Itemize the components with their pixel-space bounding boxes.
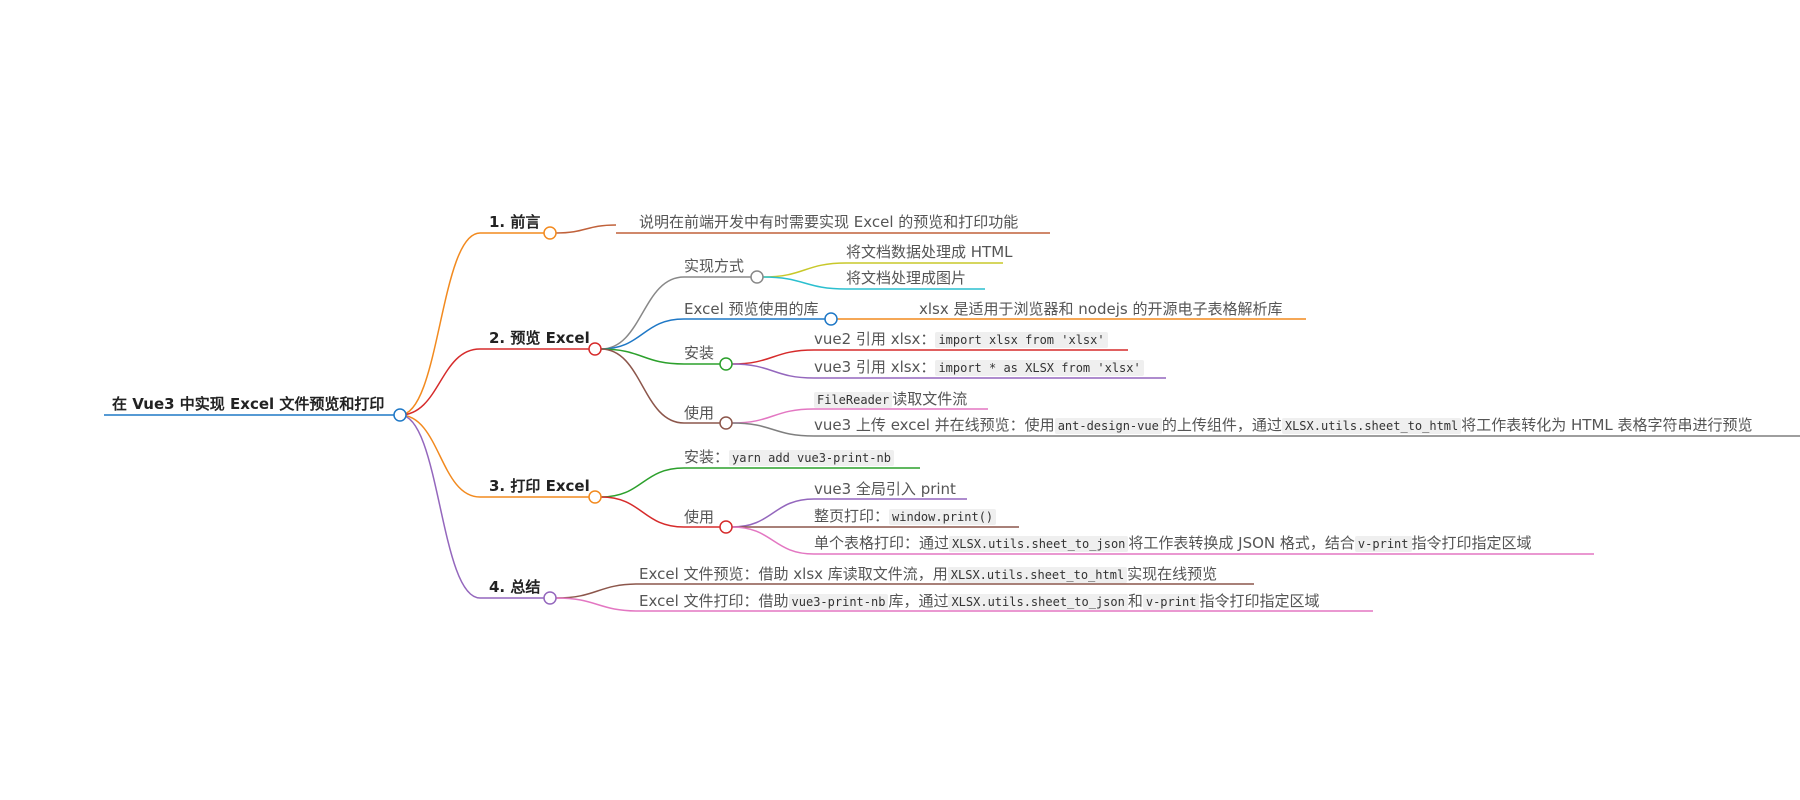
connector-install-vue3 (731, 363, 815, 379)
connector-root-print (399, 414, 481, 498)
leaf-vue2-import-label: vue2 引用 xlsx： (814, 330, 936, 348)
leaf-summary-print-post: 指令打印指定区域 (1199, 592, 1320, 610)
topic-print-excel[interactable]: 3. 打印 Excel (489, 477, 590, 495)
leaf-intro-description[interactable]: 说明在前端开发中有时需要实现 Excel 的预览和打印功能 (639, 213, 1019, 231)
leaf-summary-preview-post: 实现在线预览 (1127, 565, 1218, 583)
connector-install-vue2 (731, 349, 815, 365)
node-library[interactable] (824, 312, 838, 326)
node-usage[interactable] (719, 416, 733, 430)
connector-summary-preview (555, 583, 640, 599)
code-sheet-to-html: XLSX.utils.sheet_to_html (1281, 418, 1462, 434)
subtopic-print-usage[interactable]: 使用 (684, 508, 715, 526)
leaf-table-print-post: 指令打印指定区域 (1411, 534, 1532, 552)
code-ant-design-vue: ant-design-vue (1054, 418, 1162, 434)
connector-methods-image (762, 276, 847, 290)
connector-root-preview (399, 348, 481, 416)
node-install[interactable] (719, 357, 733, 371)
subtopic-install[interactable]: 安装 (684, 344, 715, 362)
leaf-xlsx-description[interactable]: xlsx 是适用于浏览器和 nodejs 的开源电子表格解析库 (919, 300, 1283, 318)
node-intro[interactable] (543, 226, 557, 240)
leaf-method-html[interactable]: 将文档数据处理成 HTML (846, 243, 1013, 261)
leaf-method-image[interactable]: 将文档处理成图片 (846, 269, 967, 287)
topic-intro[interactable]: 1. 前言 (489, 213, 541, 231)
leaf-summary-print-mid2: 和 (1127, 592, 1143, 610)
code-sheet-to-json: XLSX.utils.sheet_to_json (949, 536, 1129, 552)
leaf-upload-post: 将工作表转化为 HTML 表格字符串进行预览 (1461, 416, 1753, 434)
connector-usage-global (731, 498, 815, 528)
code-filereader: FileReader (814, 392, 893, 408)
leaf-upload-pre: vue3 上传 excel 并在线预览：使用 (814, 416, 1055, 434)
leaf-summary-print-mid: 库，通过 (888, 592, 949, 610)
leaf-vue3-import-label: vue3 引用 xlsx： (814, 358, 936, 376)
node-print-usage[interactable] (719, 520, 733, 534)
node-preview[interactable] (588, 342, 602, 356)
connector-preview-install (600, 348, 685, 365)
code-summary-sheet-to-json: XLSX.utils.sheet_to_json (948, 594, 1128, 610)
connector-usage-filereader (731, 408, 815, 424)
connector-print-usage (600, 496, 685, 528)
subtopic-print-install-label: 安装： (684, 448, 730, 466)
code-summary-v-print: v-print (1142, 594, 1200, 610)
subtopic-implementation-methods[interactable]: 实现方式 (684, 257, 745, 275)
leaf-table-print-pre: 单个表格打印：通过 (814, 534, 950, 552)
connector-preview-usage (600, 348, 685, 424)
connector-preview-library (600, 318, 685, 350)
leaf-vue2-import[interactable]: vue2 引用 xlsx：import xlsx from 'xlsx' (814, 329, 1108, 350)
topic-preview-excel[interactable]: 2. 预览 Excel (489, 329, 590, 347)
topic-summary[interactable]: 4. 总结 (489, 578, 541, 596)
connector-usage-upload (731, 422, 815, 437)
subtopic-print-install[interactable]: 安装：yarn add vue3-print-nb (684, 447, 894, 468)
node-methods[interactable] (750, 270, 764, 284)
connector-root-summary (399, 414, 481, 599)
node-print[interactable] (588, 490, 602, 504)
leaf-window-print-label: 整页打印： (814, 507, 890, 525)
code-v-print: v-print (1354, 536, 1412, 552)
leaf-summary-print-pre: Excel 文件打印：借助 (639, 592, 789, 610)
leaf-table-print-mid: 将工作表转换成 JSON 格式，结合 (1128, 534, 1355, 552)
connector-intro-leaf (555, 224, 617, 234)
subtopic-preview-library[interactable]: Excel 预览使用的库 (684, 300, 819, 318)
code-summary-sheet-to-html: XLSX.utils.sheet_to_html (947, 567, 1128, 583)
leaf-window-print[interactable]: 整页打印：window.print() (814, 506, 997, 527)
connector-print-install (600, 467, 685, 498)
code-yarn-add: yarn add vue3-print-nb (729, 450, 894, 466)
code-vue3-import: import * as XLSX from 'xlsx' (935, 360, 1144, 376)
subtopic-usage[interactable]: 使用 (684, 404, 715, 422)
node-root[interactable] (393, 408, 407, 422)
node-summary[interactable] (543, 591, 557, 605)
code-window-print: window.print() (889, 509, 997, 525)
connector-preview-methods (600, 276, 685, 350)
connector-usage-table (731, 526, 815, 555)
code-summary-print-nb: vue3-print-nb (788, 594, 889, 610)
connector-summary-print (555, 597, 640, 612)
connector-methods-html (762, 262, 847, 278)
leaf-global-print[interactable]: vue3 全局引入 print (814, 480, 956, 498)
connector-root-intro (399, 232, 481, 416)
leaf-vue3-import[interactable]: vue3 引用 xlsx：import * as XLSX from 'xlsx… (814, 357, 1144, 378)
root-topic[interactable]: 在 Vue3 中实现 Excel 文件预览和打印 (112, 395, 385, 413)
leaf-filereader-text: 读取文件流 (892, 390, 968, 408)
leaf-upload-mid: 的上传组件，通过 (1161, 416, 1282, 434)
code-vue2-import: import xlsx from 'xlsx' (935, 332, 1108, 348)
leaf-summary-preview-pre: Excel 文件预览：借助 xlsx 库读取文件流，用 (639, 565, 948, 583)
